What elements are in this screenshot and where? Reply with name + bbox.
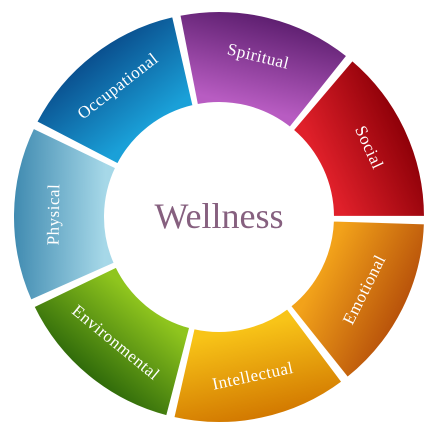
segment-social — [291, 58, 427, 218]
segment-occupational — [34, 15, 195, 166]
segment-physical — [12, 126, 118, 302]
segment-environmental — [32, 265, 192, 418]
segment-intellectual — [172, 306, 344, 424]
center-title: Wellness — [154, 196, 283, 236]
wheel-segments — [12, 10, 427, 424]
segment-emotional — [288, 219, 426, 380]
segment-spiritual — [178, 10, 349, 130]
segment-label-physical: Physical — [43, 184, 63, 246]
